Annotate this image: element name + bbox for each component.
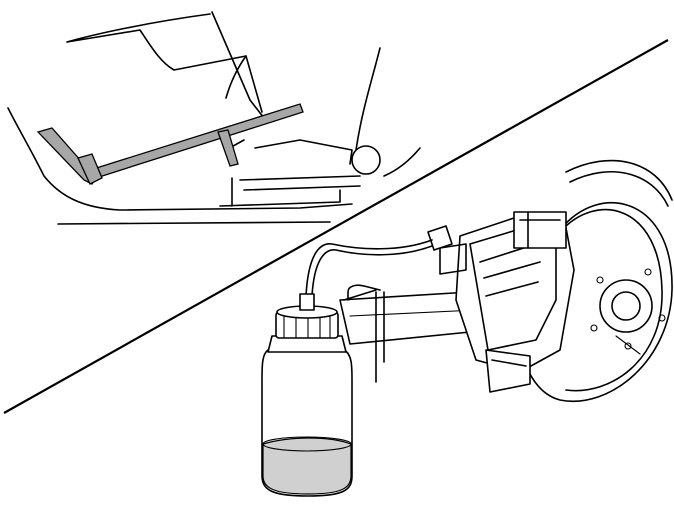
- pedal-panel: [7, 11, 421, 225]
- bottle-fluid: [262, 437, 352, 495]
- bracket: [343, 289, 385, 383]
- bottle-hook: [347, 284, 381, 301]
- caliper-panel: [261, 159, 673, 497]
- bleed-nipple: [427, 225, 453, 251]
- pedal-pad: [351, 145, 381, 175]
- caliper-mount: [485, 349, 531, 393]
- hub-bolt-3: [624, 342, 632, 350]
- floor-base: [57, 221, 331, 225]
- caliper-pin: [439, 243, 467, 275]
- panel-divider: [3, 39, 669, 414]
- pedal-lever: [225, 139, 353, 165]
- wheel-hub: [599, 279, 653, 333]
- bleed-hose: [305, 239, 433, 297]
- brake-caliper: [439, 211, 575, 393]
- floor-outline: [7, 107, 353, 211]
- bleeding-bottle: [261, 293, 353, 497]
- pedal-depressor-tool: [88, 103, 304, 179]
- valve-stem: [615, 335, 641, 355]
- cap-inlet: [299, 293, 315, 311]
- hub-bolt-1: [644, 268, 652, 276]
- tool-clip: [77, 153, 103, 185]
- seat-cushion: [211, 11, 265, 119]
- caliper-top-block: [513, 211, 567, 249]
- tool-bracket: [217, 129, 239, 167]
- knee-outline: [355, 47, 421, 177]
- hub-bolt-4: [590, 324, 598, 332]
- hub-bolt-2: [658, 314, 666, 322]
- pedal-housing: [219, 175, 361, 207]
- seat-outline: [66, 13, 263, 113]
- hub-bolt-5: [596, 276, 604, 284]
